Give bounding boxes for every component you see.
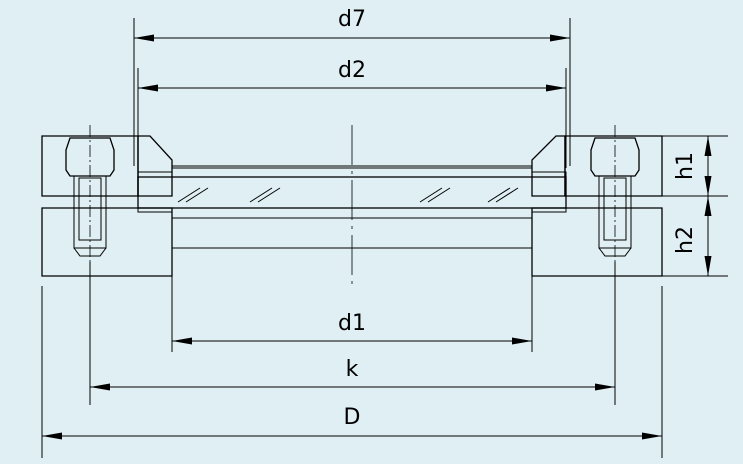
d1-label: d1 [338,311,366,336]
extension-lines [41,18,728,458]
dimension-d7: d7 [134,7,570,42]
dimension-h2: h2 [673,196,712,276]
left-flange-section [41,135,173,277]
dimension-k: k [90,357,615,391]
h2-label: h2 [673,226,698,254]
dimension-D: D [42,405,662,440]
d2-label: d2 [338,58,366,83]
dimension-h1: h1 [673,136,712,196]
right-bolt [590,125,640,262]
k-label: k [346,357,359,382]
dimension-d2: d2 [138,58,566,92]
D-label: D [344,405,361,430]
right-flange-section [531,135,663,277]
h1-label: h1 [673,152,698,180]
dimension-d1: d1 [172,311,532,345]
d7-label: d7 [338,7,366,32]
left-bolt [65,125,115,262]
